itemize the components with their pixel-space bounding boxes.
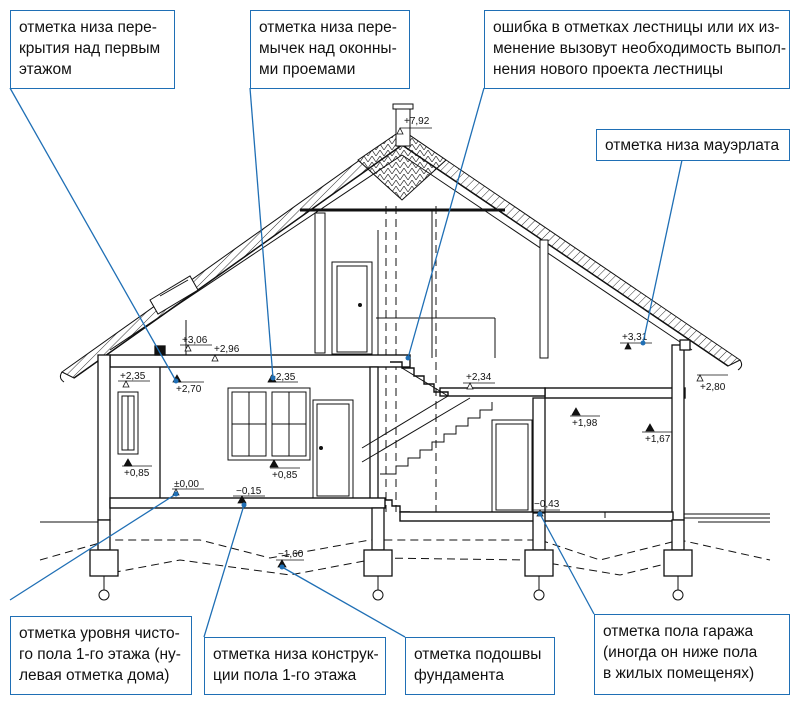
callout-line: отметка пола гаража [603,623,754,640]
callout-line: в жилых помещенях) [603,665,755,682]
callout-footing: отметка подошвы фундамента [405,637,555,695]
elev-attic-3-06: +3,06 [182,335,208,346]
callout-line: нения нового проекта лестницы [493,61,724,78]
elev-eave-2-80: +2,80 [700,382,726,393]
callout-line: фундамента [414,667,504,684]
ground-floor-slab [109,497,770,522]
garage-door [491,419,533,513]
elev-garage-1-98: +1,98 [572,418,598,429]
callout-floor1-ceiling: отметка низа пере- крытия над первым эта… [10,10,175,89]
elev-zero: ±0,00 [174,479,199,490]
footings [89,507,693,577]
callout-line: этажом [19,61,72,78]
attic-structure [185,206,549,512]
leader-lines [9,87,683,638]
callout-line: отметка низа конструк- [213,646,379,663]
roof-window [149,275,199,315]
callout-line: отметка низа пере- [259,19,397,36]
callout-clean-floor: отметка уровня чисто- го пола 1-го этажа… [10,616,192,695]
callout-line: ми проемами [259,61,356,78]
staircase [361,361,493,513]
roof [59,129,743,383]
foundation-contour [39,539,771,576]
callout-floor-structure: отметка низа конструк- ции пола 1-го эта… [204,637,386,695]
callout-garage-floor: отметка пола гаража (иногда он ниже пола… [594,614,790,695]
elev-lintel-2-35: +2,35 [270,372,296,383]
elev-stair-2-34: +2,34 [466,372,492,383]
callout-line: ошибка в отметках лестницы или их из- [493,19,780,36]
elevation-marks [118,127,728,561]
callout-line: левая отметка дома) [19,667,170,684]
double-window [227,387,311,461]
elev-garage-1-67: +1,67 [645,434,671,445]
callout-line: отметка низа мауэрлата [605,137,780,154]
callout-line: отметка уровня чисто- [19,625,180,642]
callout-line: крытия над первым [19,40,161,57]
callout-line: ции пола 1-го этажа [213,667,357,684]
elev-floor-minus: −0,15 [236,486,262,497]
callout-line: мычек над оконны- [259,40,397,57]
elev-left-2-35: +2,35 [120,371,146,382]
elev-footing: −1,60 [278,549,304,560]
left-window [117,391,139,455]
callout-line: го пола 1-го этажа (ну- [19,646,181,663]
elev-ceiling-2-70: +2,70 [176,384,202,395]
chimney [392,103,414,147]
elev-garage-minus: −0,43 [534,499,560,510]
elev-ridge: +7,92 [404,116,430,127]
callout-line: менение вызовут необходимость выпол- [493,40,787,57]
interior-door [312,399,354,499]
elev-sill-mid: +0,85 [272,470,298,481]
callout-stairs: ошибка в отметках лестницы или их из- ме… [484,10,790,89]
walls [97,339,691,521]
callout-line: отметка подошвы [414,646,542,663]
elev-sill-left: +0,85 [124,468,150,479]
callout-mauerlat: отметка низа мауэрлата [596,129,790,161]
attic-door [331,261,373,355]
elev-attic-2-96: +2,96 [214,344,240,355]
callout-lintels: отметка низа пере- мычек над оконны- ми … [250,10,410,89]
attic-railing [376,317,496,358]
callout-line: отметка низа пере- [19,19,157,36]
elev-mauerlat: +3,31 [622,332,648,343]
grid-axis-markers [98,576,684,601]
leader-dots [173,340,646,570]
callout-line: (иногда он ниже пола [603,644,758,661]
